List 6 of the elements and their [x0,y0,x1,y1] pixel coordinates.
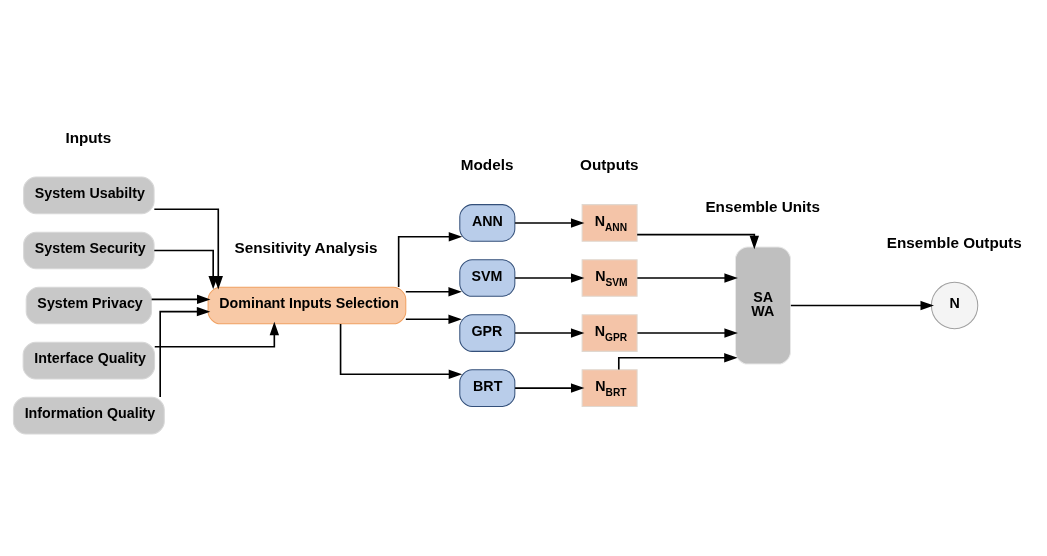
label: Ensemble Outputs [886,233,1022,251]
label: Inputs [65,128,112,146]
label: Ensemble Units [705,198,820,216]
label: Outputs [580,156,639,174]
label: Sensitivity Analysis [234,239,378,257]
label: Models [460,156,514,174]
